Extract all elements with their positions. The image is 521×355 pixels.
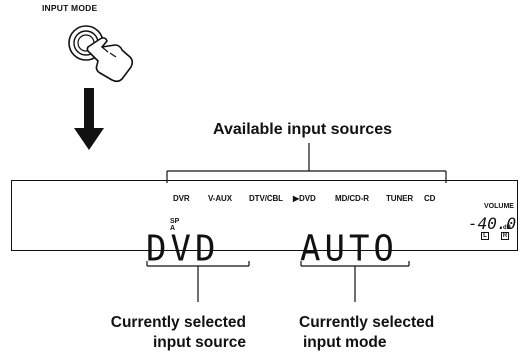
input-mode-caption-bottom: Currently selected input mode: [299, 313, 509, 353]
volume-label: VOLUME: [484, 203, 514, 210]
volume-unit: dB: [503, 225, 511, 231]
source-dvd-selected: ▶DVD: [293, 194, 316, 203]
left-channel-indicator: L: [481, 232, 489, 240]
input-mode-caption-line1: Currently selected: [299, 314, 435, 331]
input-source-caption-line1: Currently selected: [110, 314, 246, 331]
input-mode-caption-line2: input mode: [303, 334, 387, 351]
source-dvr: DVR: [173, 194, 190, 203]
volume-value: -40.0: [468, 214, 517, 233]
speaker-indicator-sp: SP: [170, 218, 180, 225]
input-source-caption: Currently selected input source: [62, 313, 246, 353]
source-dtv-cbl: DTV/CBL: [249, 194, 283, 203]
down-arrow-icon: [74, 88, 104, 152]
main-display-mode: AUTO: [300, 228, 398, 270]
speaker-indicator: SP A: [170, 218, 179, 232]
speaker-indicator-a: A: [170, 225, 176, 232]
main-display-source: DVD: [146, 228, 220, 270]
source-tuner: TUNER: [386, 194, 414, 203]
available-sources-label: Available input sources: [212, 121, 392, 138]
front-panel-display: [11, 180, 518, 251]
input-mode-caption: INPUT MODE: [42, 3, 98, 13]
source-md-cd-r: MD/CD-R: [335, 194, 369, 203]
source-v-aux: V-AUX: [208, 194, 232, 203]
source-cd: CD: [424, 194, 436, 203]
input-source-caption-line2: input source: [152, 334, 246, 351]
finger-pressing-button-icon: [60, 17, 152, 87]
right-channel-indicator: R: [501, 232, 509, 240]
